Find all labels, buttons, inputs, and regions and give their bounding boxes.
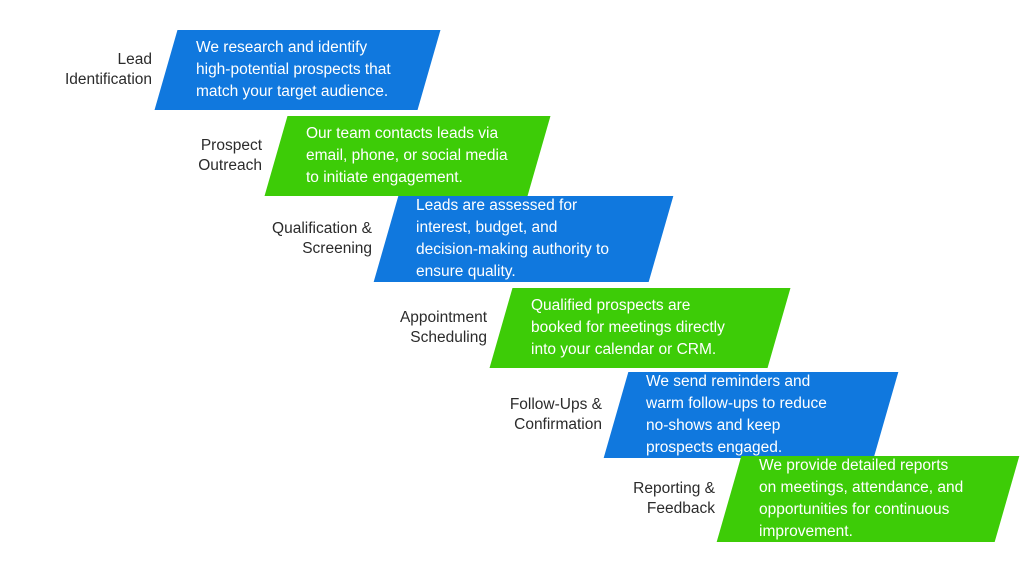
step-parallelogram-4: Qualified prospects are booked for meeti… [489,288,791,368]
process-step-4: Appointment Scheduling Qualified prospect… [352,288,791,368]
step-label-4: Appointment Scheduling [399,308,487,346]
step-parallelogram-3: Leads are assessed for interest, budget,… [373,196,674,282]
step-description-4: Qualified prospects are booked for meeti… [531,297,725,358]
step-label-1: Lead Identification [64,50,152,88]
step-parallelogram-5: We send reminders and warm follow-ups to… [603,372,899,458]
step-description-6: We provide detailed reports on meetings,… [759,457,964,540]
step-parallelogram-1: We research and identify high-potential … [154,30,441,110]
step-parallelogram-2: Our team contacts leads via email, phone… [264,116,551,196]
process-step-6: Reporting & Feedback We provide detailed … [575,456,1020,542]
process-step-2: Prospect Outreach Our team contacts leads… [132,116,551,196]
step-label-2: Prospect Outreach [198,136,262,174]
step-parallelogram-6: We provide detailed reports on meetings,… [716,456,1020,542]
step-description-1: We research and identify high-potential … [196,39,391,100]
process-step-5: Follow-Ups & Confirmation We send reminde… [462,372,899,458]
step-label-6: Reporting & Feedback [633,479,715,517]
process-step-1: Lead Identification We research and ident… [22,30,441,110]
step-description-3: Leads are assessed for interest, budget,… [416,197,609,280]
step-label-3: Qualification & Screening [272,219,372,257]
process-step-3: Qualification & Screening Leads are asses… [222,196,674,282]
step-description-5: We send reminders and warm follow-ups to… [646,373,827,456]
step-description-2: Our team contacts leads via email, phone… [306,125,508,186]
step-label-5: Follow-Ups & Confirmation [509,395,602,433]
